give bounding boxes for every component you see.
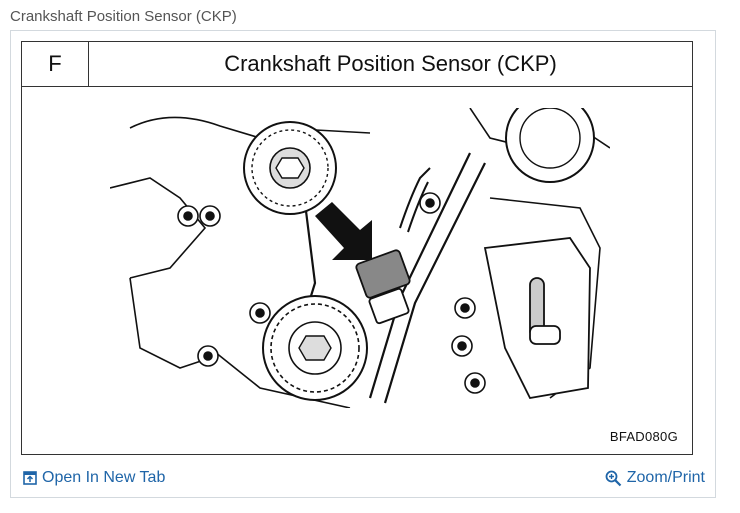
figure-code: BFAD080G: [609, 429, 678, 444]
zoom-print-label: Zoom/Print: [626, 469, 705, 486]
ckp-sensor: [355, 167, 431, 325]
image-footer: Open In New Tab Zoom/Print: [11, 463, 715, 497]
page-caption: Crankshaft Position Sensor (CKP): [10, 8, 237, 25]
crank-sprocket: [262, 295, 368, 401]
right-pulley: [505, 108, 595, 183]
figure-letter: F: [22, 42, 89, 86]
figure-title: Crankshaft Position Sensor (CKP): [224, 51, 557, 76]
upper-pulley: [243, 121, 337, 215]
figure-header: F Crankshaft Position Sensor (CKP): [22, 42, 692, 87]
image-frame: F Crankshaft Position Sensor (CKP): [10, 30, 716, 498]
engine-drawing: [110, 108, 610, 408]
zoom-icon: [605, 470, 622, 486]
diagram-figure: F Crankshaft Position Sensor (CKP): [21, 41, 693, 455]
tensioner-bracket: [483, 237, 591, 400]
zoom-print-link[interactable]: Zoom/Print: [605, 469, 705, 487]
open-new-tab-icon: [23, 471, 37, 485]
pointer-arrow-icon: [315, 202, 372, 260]
open-in-new-tab-link[interactable]: Open In New Tab: [23, 469, 165, 487]
bolts: [177, 192, 486, 394]
open-in-new-tab-label: Open In New Tab: [42, 469, 166, 486]
